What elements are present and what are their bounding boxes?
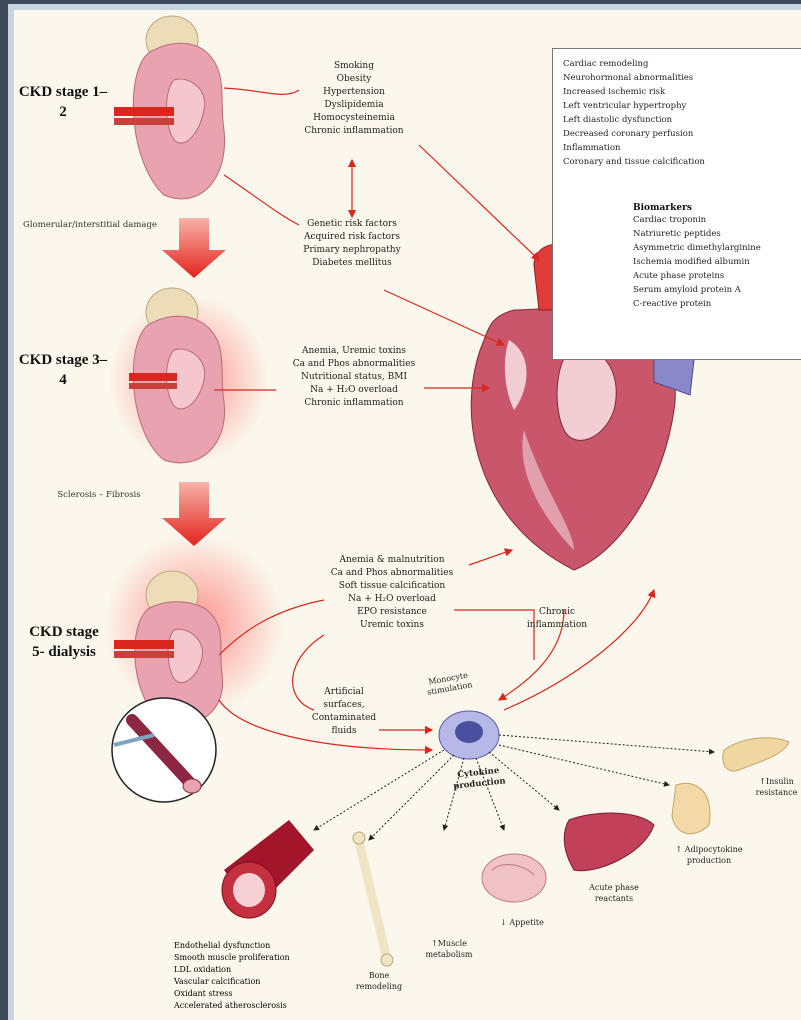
risk-factor: EPO resistance xyxy=(312,606,472,619)
adipose-illustration xyxy=(672,783,710,833)
vascular-effect: Endothelial dysfunction xyxy=(174,940,344,952)
cardiac-info-box: Cardiac remodeling Neurohormonal abnorma… xyxy=(552,48,801,360)
risk-factor: Obesity xyxy=(274,73,434,86)
vascular-effects-list: Endothelial dysfunction Smooth muscle pr… xyxy=(174,940,344,1012)
bone-remodeling-label: Bone remodeling xyxy=(349,970,409,992)
progression-label-2: Sclerosis – Fibrosis xyxy=(39,490,159,500)
cytokine-arrows xyxy=(314,735,714,840)
risk-factor: Acquired risk factors xyxy=(272,231,432,244)
dialysis-vessel-illustration xyxy=(112,698,216,802)
risk-factor: Smoking xyxy=(274,60,434,73)
kidney-stage-3-4 xyxy=(109,288,269,465)
vascular-effect: Oxidant stress xyxy=(174,988,344,1000)
appetite-label: ↓ Appetite xyxy=(492,916,552,929)
kidney-stage-1-2 xyxy=(114,16,225,199)
risk-factor: Chronic inflammation xyxy=(274,125,434,138)
pancreas-illustration xyxy=(723,738,789,771)
risk-factor: Primary nephropathy xyxy=(272,244,432,257)
cardiac-effect: Increased ischemic risk xyxy=(563,85,801,99)
kidney-stage-5 xyxy=(104,535,284,724)
risk-factor: Diabetes mellitus xyxy=(272,257,432,270)
risk-factor: Ca and Phos abnormalities xyxy=(312,567,472,580)
vascular-effect: LDL oxidation xyxy=(174,964,344,976)
cardiac-effect: Cardiac remodeling xyxy=(563,57,801,71)
artificial-line: Contaminated xyxy=(304,712,384,725)
cardiac-effect: Left diastolic dysfunction xyxy=(563,113,801,127)
artificial-line: fluids xyxy=(304,725,384,738)
liver-illustration xyxy=(564,813,654,871)
risk-factor: Chronic inflammation xyxy=(269,397,439,410)
muscle-metabolism-label: ↑Muscle metabolism xyxy=(419,938,479,960)
risk-factor: Genetic risk factors xyxy=(272,218,432,231)
risk-factor: Anemia, Uremic toxins xyxy=(269,345,439,358)
cardiac-effect: Neurohormonal abnormalities xyxy=(563,71,801,85)
monocyte-cell xyxy=(439,711,499,759)
biomarker: Natriuretic peptides xyxy=(563,227,801,241)
risk-factor: Ca and Phos abnormalities xyxy=(269,358,439,371)
cardiac-effect: Decreased coronary perfusion xyxy=(563,127,801,141)
artificial-line: Artificial xyxy=(304,686,384,699)
chronic-inflammation-label: Chronic inflammation xyxy=(512,606,602,632)
adipocytokine-label: ↑ Adipocytokine production xyxy=(654,844,764,866)
blood-vessel-illustration xyxy=(222,820,314,918)
risk-factor: Dyslipidemia xyxy=(274,99,434,112)
biomarker: C-reactive protein xyxy=(563,297,801,311)
risk-factor: Nutritional status, BMI xyxy=(269,371,439,384)
vascular-effect: Accelerated atherosclerosis xyxy=(174,1000,344,1012)
acute-phase-label: Acute phase reactants xyxy=(579,882,649,904)
risk-factor: Na + H₂O overload xyxy=(312,593,472,606)
biomarker: Cardiac troponin xyxy=(563,213,801,227)
risk-factor: Na + H₂O overload xyxy=(269,384,439,397)
cardiac-effect: Left ventricular hypertrophy xyxy=(563,99,801,113)
progression-arrow-1 xyxy=(162,218,226,278)
biomarker: Ischemia modified albumin xyxy=(563,255,801,269)
stage-label-5-dialysis: CKD stage 5- dialysis xyxy=(24,622,104,662)
risk-factor: Uremic toxins xyxy=(312,619,472,632)
progression-label-1: Glomerular/interstitial damage xyxy=(20,220,160,230)
stage-label-1-2: CKD stage 1–2 xyxy=(18,82,108,122)
cardiac-effect: Coronary and tissue calcification xyxy=(563,155,801,169)
figure-frame: CKD stage 1–2 CKD stage 3–4 CKD stage 5-… xyxy=(8,4,801,1020)
bone-illustration xyxy=(353,832,393,966)
brain-illustration xyxy=(482,854,546,902)
insulin-resistance-label: ↑Insulin resistance xyxy=(749,776,801,798)
risk-factor: Soft tissue calcification xyxy=(312,580,472,593)
cardiac-effect: Inflammation xyxy=(563,141,801,155)
risk-factor: Anemia & malnutrition xyxy=(312,554,472,567)
biomarker: Serum amyloid protein A xyxy=(563,283,801,297)
artificial-line: surfaces, xyxy=(304,699,384,712)
risk-factor: Homocysteinemia xyxy=(274,112,434,125)
biomarker: Acute phase proteins xyxy=(563,269,801,283)
vascular-effect: Smooth muscle proliferation xyxy=(174,952,344,964)
biomarkers-title: Biomarkers xyxy=(563,203,801,213)
risk-factor: Hypertension xyxy=(274,86,434,99)
biomarker: Asymmetric dimethylarginine xyxy=(563,241,801,255)
vascular-effect: Vascular calcification xyxy=(174,976,344,988)
stage-label-3-4: CKD stage 3–4 xyxy=(18,350,108,390)
